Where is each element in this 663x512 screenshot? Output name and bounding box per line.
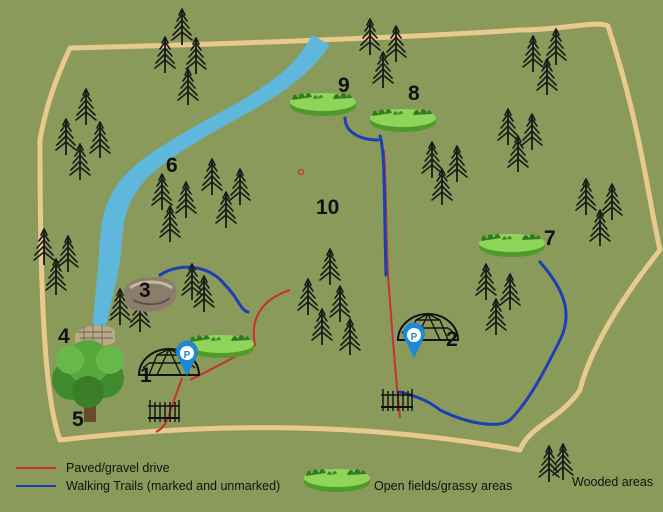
site-label-2[interactable]: 2 (446, 328, 458, 351)
legend-trail-label: Walking Trails (marked and unmarked) (66, 479, 280, 493)
gate-icon (147, 399, 181, 423)
parking-pin-2[interactable]: P (403, 322, 425, 358)
river (92, 35, 330, 330)
site-label-4[interactable]: 4 (58, 325, 70, 348)
rock-icon (124, 276, 177, 312)
parking-pin-1[interactable]: P (176, 340, 198, 376)
site-label-7[interactable]: 7 (544, 227, 556, 250)
grassy-field-icon (188, 335, 254, 358)
marker-dot (297, 168, 305, 176)
site-label-1[interactable]: 1 (140, 364, 152, 387)
site-label-9[interactable]: 9 (338, 74, 350, 97)
park-boundary (37, 21, 663, 453)
grassy-field-icon (479, 234, 545, 257)
grassy-fields (188, 93, 545, 358)
legend-paved-label: Paved/gravel drive (66, 461, 170, 475)
tree-icon (538, 445, 560, 483)
oak-tree-icon (52, 340, 124, 422)
legend: Paved/gravel drive Walking Trails (marke… (16, 443, 653, 493)
legend-wooded-label: Wooded areas (572, 475, 653, 489)
grassy-field-icon (304, 469, 370, 492)
site-label-3[interactable]: 3 (139, 279, 151, 302)
parking-glyph: P (411, 332, 418, 343)
site-label-10[interactable]: 10 (316, 196, 339, 219)
walking-trails (158, 116, 568, 426)
parking-glyph: P (184, 350, 191, 361)
site-label-5[interactable]: 5 (72, 408, 84, 431)
site-label-6[interactable]: 6 (166, 154, 178, 177)
site-label-8[interactable]: 8 (408, 82, 420, 105)
legend-fields-label: Open fields/grassy areas (374, 479, 512, 493)
grassy-field-icon (370, 109, 436, 132)
